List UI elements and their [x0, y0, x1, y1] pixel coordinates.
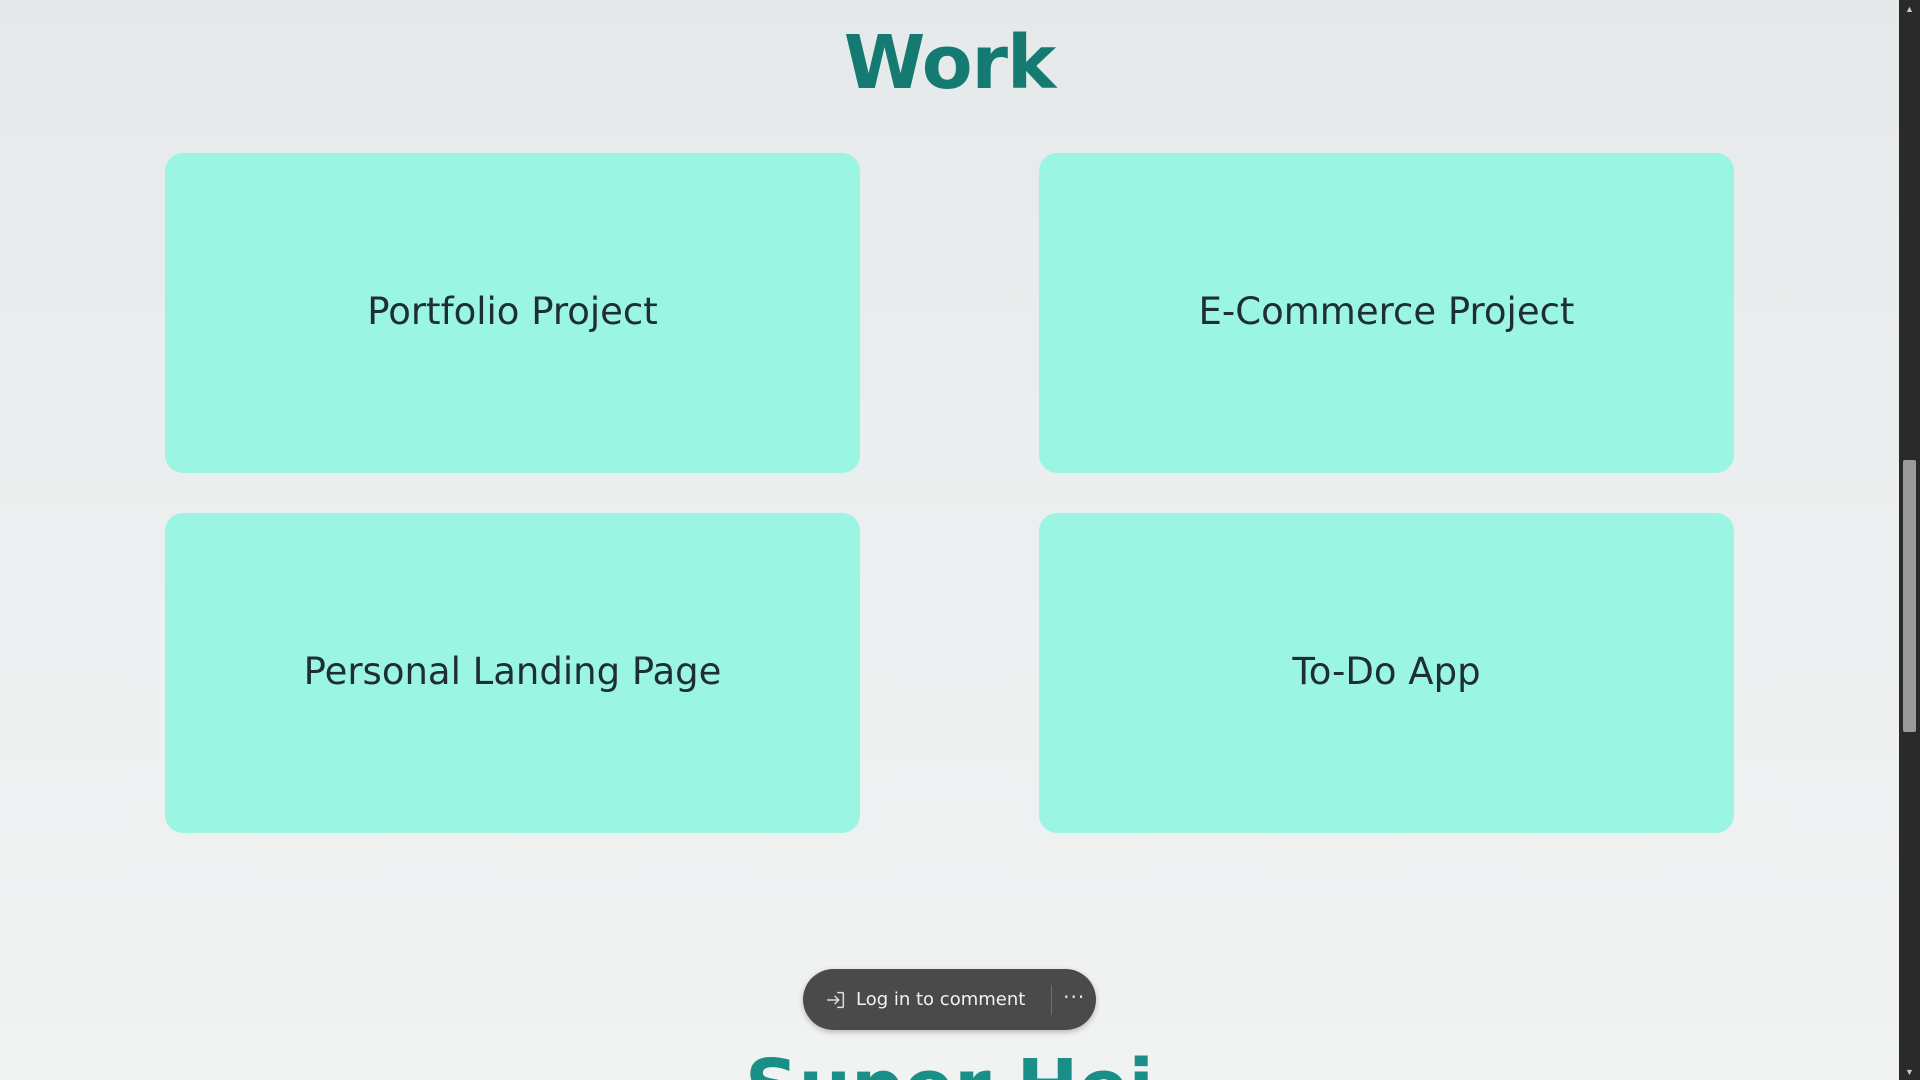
login-to-comment-button[interactable]: Log in to comment [803, 969, 1051, 1030]
work-section-title: Work [843, 20, 1057, 106]
project-card-todo-app[interactable]: To-Do App [1039, 513, 1734, 833]
toolbar-divider [1051, 984, 1053, 1015]
login-arrow-icon [827, 991, 845, 1008]
more-options-button[interactable]: ··· [1052, 969, 1096, 1030]
project-card-portfolio[interactable]: Portfolio Project [165, 153, 860, 473]
comment-toolbar: Log in to comment ··· [803, 969, 1096, 1030]
scroll-up-arrow[interactable]: ▲ [1899, 0, 1920, 17]
next-section-title: Super Hei [0, 1044, 1899, 1080]
triangle-down-icon: ▼ [1905, 1066, 1914, 1077]
project-card-ecommerce[interactable]: E-Commerce Project [1039, 153, 1734, 473]
triangle-up-icon: ▲ [1905, 3, 1914, 14]
project-card-label: Portfolio Project [367, 289, 658, 333]
project-card-label: Personal Landing Page [303, 649, 722, 693]
more-horizontal-icon: ··· [1063, 984, 1086, 1009]
scroll-thumb[interactable] [1903, 460, 1916, 732]
login-to-comment-label: Log in to comment [856, 989, 1026, 1010]
scroll-down-arrow[interactable]: ▼ [1899, 1063, 1920, 1080]
vertical-scrollbar[interactable]: ▲ ▼ [1899, 0, 1920, 1080]
project-card-label: To-Do App [1292, 649, 1481, 693]
project-card-landing-page[interactable]: Personal Landing Page [165, 513, 860, 833]
project-card-label: E-Commerce Project [1198, 289, 1575, 333]
